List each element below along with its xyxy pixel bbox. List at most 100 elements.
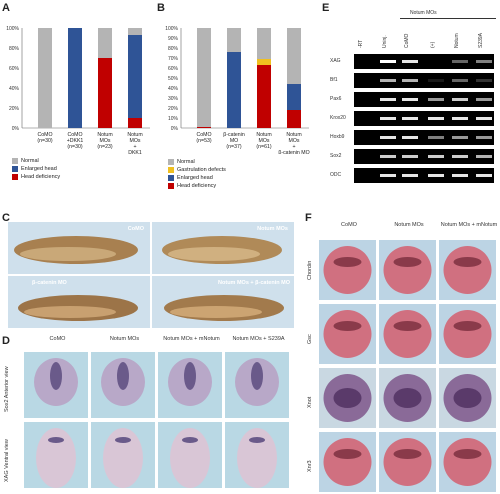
legend-a-enlarged: Enlarged head <box>12 165 60 173</box>
y-tick-label: 40% <box>9 86 20 92</box>
column-label: Notum MOs + mNotum <box>440 222 498 228</box>
gel-row-label: XAG <box>330 58 341 64</box>
row-label: Sox2 Anterior view <box>4 366 10 412</box>
gel-band <box>402 98 418 101</box>
gel-band <box>452 155 468 158</box>
gel-row-label: Krox20 <box>330 115 346 121</box>
photo-label: Notum MOs <box>257 226 288 232</box>
gel-group-line <box>400 18 496 19</box>
category-label: Notum <box>286 132 301 138</box>
embryo-photo <box>158 352 222 418</box>
gel-band <box>402 117 418 120</box>
legend-swatch <box>168 167 174 173</box>
legend-swatch <box>168 175 174 181</box>
photo-label: Notum MOs + β-catenin MO <box>218 280 290 286</box>
y-tick-label: 80% <box>9 46 20 52</box>
bar-segment <box>287 110 301 128</box>
gel-band <box>476 117 492 120</box>
y-tick-label: 20% <box>9 106 20 112</box>
gel-row-label: ODC <box>330 172 342 178</box>
legend-label: Normal <box>177 159 195 165</box>
y-tick-label: 0% <box>12 126 20 132</box>
chart-b-svg: 0%10%20%30%40%50%60%70%80%90%100%CoMO(n=… <box>165 26 309 162</box>
category-label: +DKK1 <box>67 138 84 144</box>
gel-band <box>476 60 492 63</box>
legend-a-normal: Normal <box>12 157 60 165</box>
bar-segment <box>98 28 112 58</box>
y-tick-label: 90% <box>168 36 179 42</box>
bar-segment <box>128 35 142 118</box>
category-label: Notum <box>256 132 271 138</box>
gel-band <box>380 98 396 101</box>
y-tick-label: 40% <box>168 86 179 92</box>
gel-band <box>476 155 492 158</box>
gel-band <box>476 79 492 82</box>
column-label: CoMO <box>341 222 357 228</box>
category-label: (n=53) <box>196 138 211 144</box>
gel-lane-strip <box>354 130 494 145</box>
bar-segment <box>68 28 82 128</box>
bar-segment <box>257 59 271 65</box>
category-label: (n=30) <box>37 138 52 144</box>
gel-column-label: -RT <box>358 39 364 48</box>
embryo-photo <box>439 432 496 492</box>
y-tick-label: 10% <box>168 116 179 122</box>
gel-row-label: Hoxb9 <box>330 134 345 140</box>
embryo-photo <box>379 432 436 492</box>
bar-segment <box>128 28 142 35</box>
gel-row-label: Bf1 <box>330 77 338 83</box>
y-tick-label: 100% <box>6 26 19 32</box>
category-label: MOs <box>100 138 111 144</box>
panel-label-d: D <box>2 335 10 347</box>
legend-label: Head deficiency <box>21 174 61 180</box>
gel-band <box>428 79 444 82</box>
gel-column-label: Notum <box>454 33 460 48</box>
embryo-photo <box>319 368 376 428</box>
category-label: β-catenin MO <box>278 150 309 154</box>
y-tick-label: 60% <box>168 66 179 72</box>
category-label: CoMO <box>68 132 83 138</box>
gel-band <box>476 98 492 101</box>
legend-swatch <box>168 183 174 189</box>
category-label: + <box>133 144 136 150</box>
embryo-photo <box>439 304 496 364</box>
category-label: CoMO <box>38 132 53 138</box>
photo-c-notum: Notum MOs <box>152 222 294 274</box>
bar-segment <box>227 52 241 128</box>
gel-band <box>452 117 468 120</box>
gel-lane-strip <box>354 149 494 164</box>
column-label: Notum MOs + mNotum <box>163 336 220 342</box>
embryo-photo <box>158 422 222 488</box>
legend-b-enlarged: Enlarged head <box>168 174 226 182</box>
gel-band <box>380 79 396 82</box>
gel-band <box>380 155 396 158</box>
gel-band <box>380 136 396 139</box>
gel-band <box>452 79 468 82</box>
category-label: MOs <box>130 138 141 144</box>
chart-b: 0%10%20%30%40%50%60%70%80%90%100%CoMO(n=… <box>155 14 315 162</box>
legend-b-normal: Normal <box>168 158 226 166</box>
photo-c-como: CoMO <box>8 222 150 274</box>
embryo-photo <box>225 422 289 488</box>
embryo-photo <box>225 352 289 418</box>
panel-label-f: F <box>305 212 312 224</box>
legend-label: Enlarged head <box>177 175 213 181</box>
legend-label: Enlarged head <box>21 166 57 172</box>
category-label: (n=61) <box>256 144 271 150</box>
column-label: CoMO <box>49 336 66 342</box>
gel-lane-strip <box>354 168 494 183</box>
photo-label: β-catenin MO <box>32 280 67 286</box>
row-label: Xnot <box>307 396 313 408</box>
bar-segment <box>98 58 112 128</box>
embryo-photo <box>91 352 155 418</box>
category-label: MOs <box>289 138 300 144</box>
embryo-photo <box>91 422 155 488</box>
legend-a: Normal Enlarged head Head deficiency <box>12 157 60 181</box>
gel-band <box>428 174 444 177</box>
embryo-photo <box>379 240 436 300</box>
legend-label: Head deficiency <box>177 183 217 189</box>
gel-band <box>476 136 492 139</box>
gel-column-label: CoMO <box>404 33 410 48</box>
